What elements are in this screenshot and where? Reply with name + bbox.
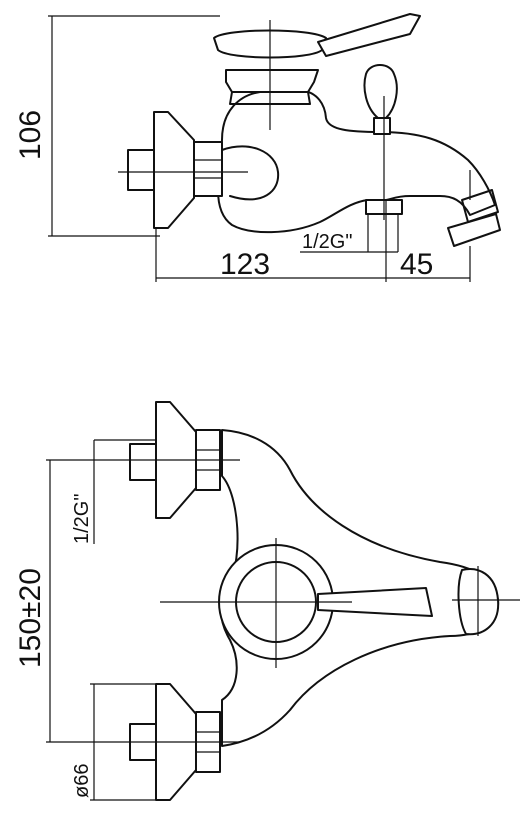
body-recess xyxy=(221,145,280,201)
height-dim-label: 106 xyxy=(14,110,47,160)
width-dim-label: 123 xyxy=(220,248,270,281)
side-elevation-view: 106 123 45 1/2G" xyxy=(14,13,501,282)
inlet-pipe xyxy=(127,149,155,191)
spout-dim-label: 45 xyxy=(400,248,433,281)
front-thread-label: 1/2G" xyxy=(71,494,93,544)
diverter-knob xyxy=(363,64,398,119)
spacing-dim-label: 150±20 xyxy=(14,568,47,668)
spout-ring xyxy=(461,189,499,223)
mixer-body-outline xyxy=(217,89,496,234)
front-elevation-view: 150±20 1/2G" ø66 xyxy=(14,401,520,801)
top-thread-label: 1/2G" xyxy=(302,231,352,253)
lever-handle xyxy=(317,13,421,57)
upper-inlet-pipe xyxy=(129,443,157,481)
diverter-stem xyxy=(373,117,391,135)
inlet-flange xyxy=(153,111,195,229)
front-lever xyxy=(317,587,433,617)
cartridge-collar xyxy=(229,91,311,105)
inlet-hexnut xyxy=(193,141,223,197)
spout-aerator xyxy=(447,213,501,247)
cartridge-housing xyxy=(225,69,319,93)
diameter-label: ø66 xyxy=(71,764,93,798)
